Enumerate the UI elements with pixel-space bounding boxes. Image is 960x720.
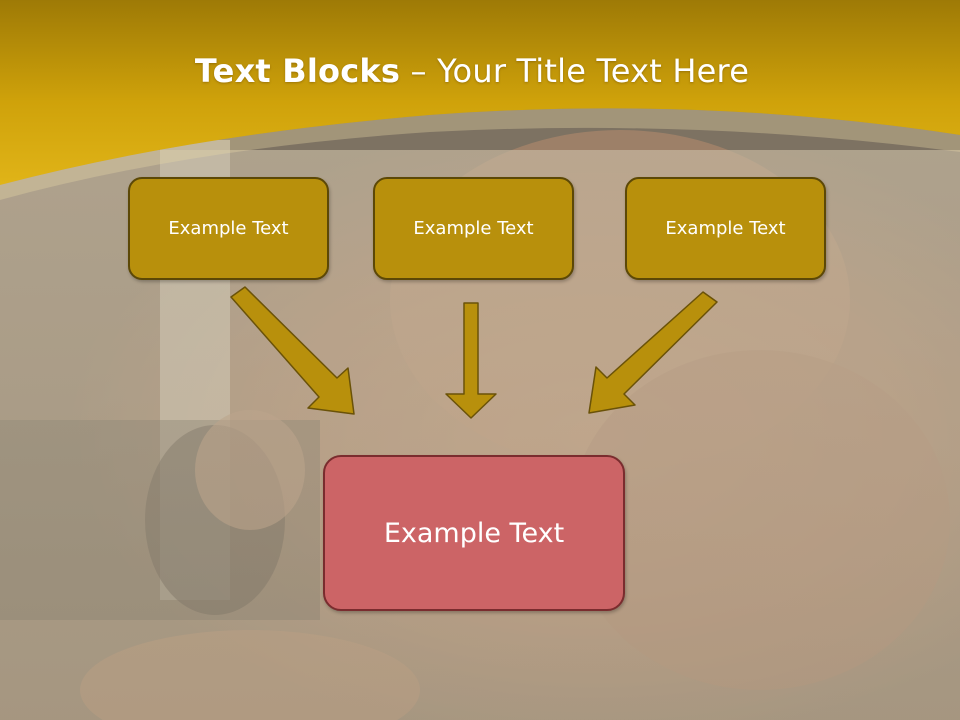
result-block-label: Example Text <box>383 517 565 549</box>
arrow-center <box>445 302 497 419</box>
text-block-3-label: Example Text <box>665 218 786 239</box>
arrow-left <box>230 286 355 415</box>
slide-title: Text Blocks – Your Title Text Here <box>0 52 944 90</box>
text-block-3[interactable]: Example Text <box>625 177 826 280</box>
title-bold: Text Blocks <box>194 52 401 90</box>
text-block-1[interactable]: Example Text <box>128 177 329 280</box>
text-block-1-label: Example Text <box>168 218 289 239</box>
text-block-2-label: Example Text <box>413 218 534 239</box>
title-dash: – <box>400 52 438 90</box>
arrow-right <box>588 291 718 414</box>
title-rest: Your Title Text Here <box>437 52 750 90</box>
result-block[interactable]: Example Text <box>323 455 625 611</box>
text-block-2[interactable]: Example Text <box>373 177 574 280</box>
